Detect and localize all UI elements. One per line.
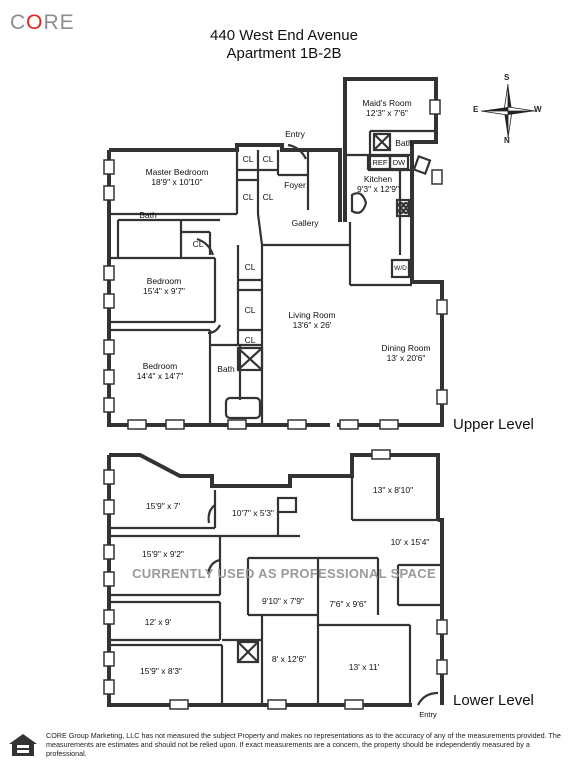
lower-room-9-dims: 8' x 12'6"	[271, 654, 307, 664]
closet-label-4: CL	[262, 192, 274, 202]
compass-w: W	[534, 105, 542, 114]
maids-bath-label: Bath	[395, 138, 413, 148]
lower-room-1-dims: 15'9" x 7'	[145, 501, 181, 511]
upper-outer-wall-east	[337, 77, 444, 427]
closet-label-6: CL	[244, 262, 256, 272]
compass-s: S	[504, 73, 510, 82]
upper-outer-wall-south-west	[107, 150, 330, 427]
dw-label: DW	[392, 158, 406, 167]
closet-label-8: CL	[244, 335, 256, 345]
lower-room-2-dims: 10'7" x 5'3"	[232, 508, 274, 518]
professional-space-watermark: CURRENTLY USED AS PROFESSIONAL SPACE	[132, 566, 436, 581]
unit-title: Apartment 1B-2B	[226, 45, 342, 62]
ref-label: REF	[372, 158, 388, 167]
lower-outer-wall-south-west	[107, 455, 412, 707]
equal-housing-icon	[8, 733, 38, 762]
entry-label-upper: Entry	[285, 129, 305, 139]
lower-room-11-dims: 15'9" x 8'3"	[140, 666, 182, 676]
compass-n: N	[504, 136, 510, 145]
compass-e: E	[473, 105, 479, 114]
lower-level-label: Lower Level	[453, 692, 534, 709]
closet-label-5: CL	[192, 239, 204, 249]
address-title: 440 West End Avenue	[210, 27, 358, 44]
entry-label-lower: Entry	[419, 710, 437, 719]
measurement-disclaimer: CORE Group Marketing, LLC has not measur…	[46, 731, 561, 758]
bath-lower-label: Bath	[217, 364, 235, 374]
lower-room-8-dims: 12' x 9'	[144, 617, 172, 627]
lower-room-5-dims: 10' x 15'4"	[390, 537, 430, 547]
gallery-label: Gallery	[291, 218, 319, 228]
lower-room-10-dims: 13' x 11'	[348, 662, 380, 672]
upper-level-label: Upper Level	[453, 416, 534, 433]
core-logo: CORE	[10, 11, 75, 34]
closet-label-2: CL	[262, 154, 274, 164]
lower-outer-wall-east	[438, 518, 444, 705]
master-bath-label: Bath	[139, 210, 157, 220]
washer-dryer-label: W/D	[394, 265, 407, 272]
lower-room-7-dims: 7'6" x 9'6"	[329, 599, 367, 609]
foyer-label: Foyer	[284, 180, 306, 190]
compass-rose-icon: S N E W	[473, 73, 543, 151]
lower-room-4-dims: 15'9" x 9'2"	[142, 549, 184, 559]
lower-room-3-dims: 13" x 8'10"	[372, 485, 414, 495]
closet-label-1: CL	[242, 154, 254, 164]
lower-room-6-dims: 9'10" x 7'9"	[262, 596, 304, 606]
closet-label-7: CL	[244, 305, 256, 315]
closet-label-3: CL	[242, 192, 254, 202]
